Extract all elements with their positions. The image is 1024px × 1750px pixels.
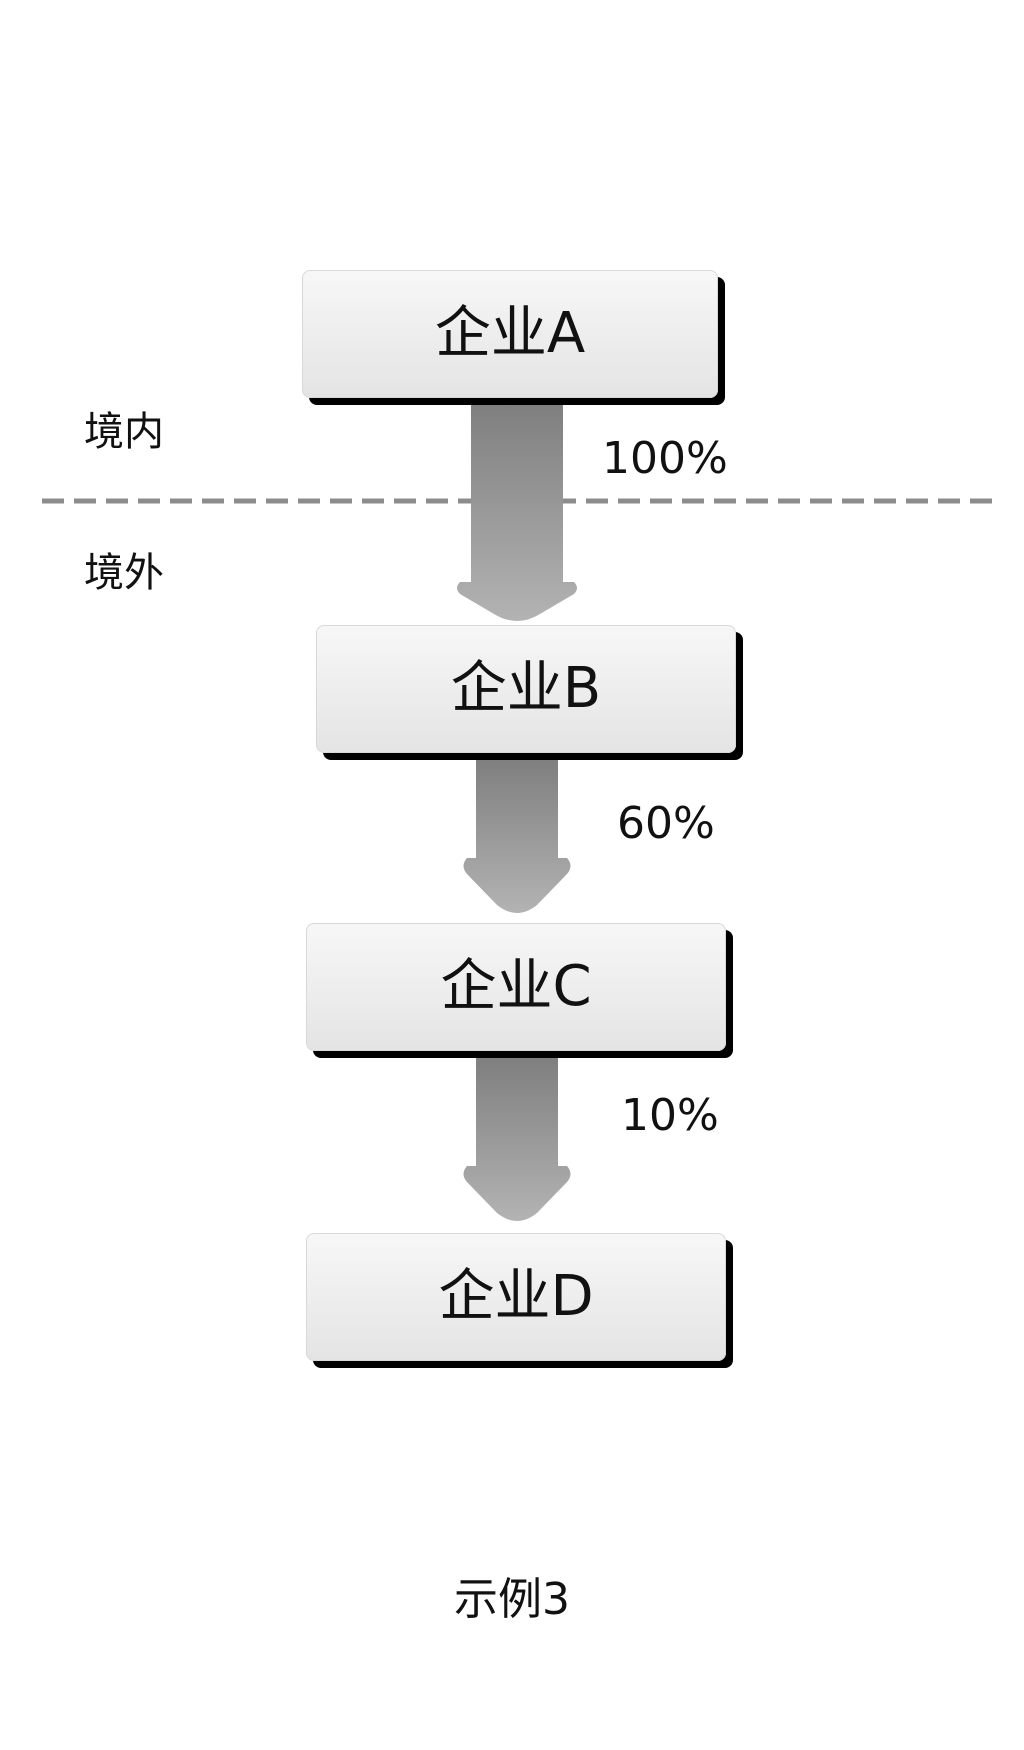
- entity-box-c: 企业C: [306, 923, 726, 1051]
- percent-label-b-to-c: 60%: [617, 798, 715, 849]
- arrow-b-to-c: [463, 760, 571, 913]
- arrow-a-to-b: [457, 404, 577, 621]
- figure-caption: 示例3: [454, 1574, 570, 1625]
- percent-label-c-to-d: 10%: [621, 1090, 719, 1141]
- entity-box-b: 企业B: [316, 625, 736, 753]
- overseas-region-label: 境外: [84, 550, 164, 596]
- domestic-region-label: 境内: [84, 409, 164, 455]
- entity-box-a: 企业A: [302, 270, 718, 398]
- entity-box-d: 企业D: [306, 1233, 726, 1361]
- arrow-c-to-d: [463, 1058, 571, 1221]
- percent-label-a-to-b: 100%: [602, 433, 728, 484]
